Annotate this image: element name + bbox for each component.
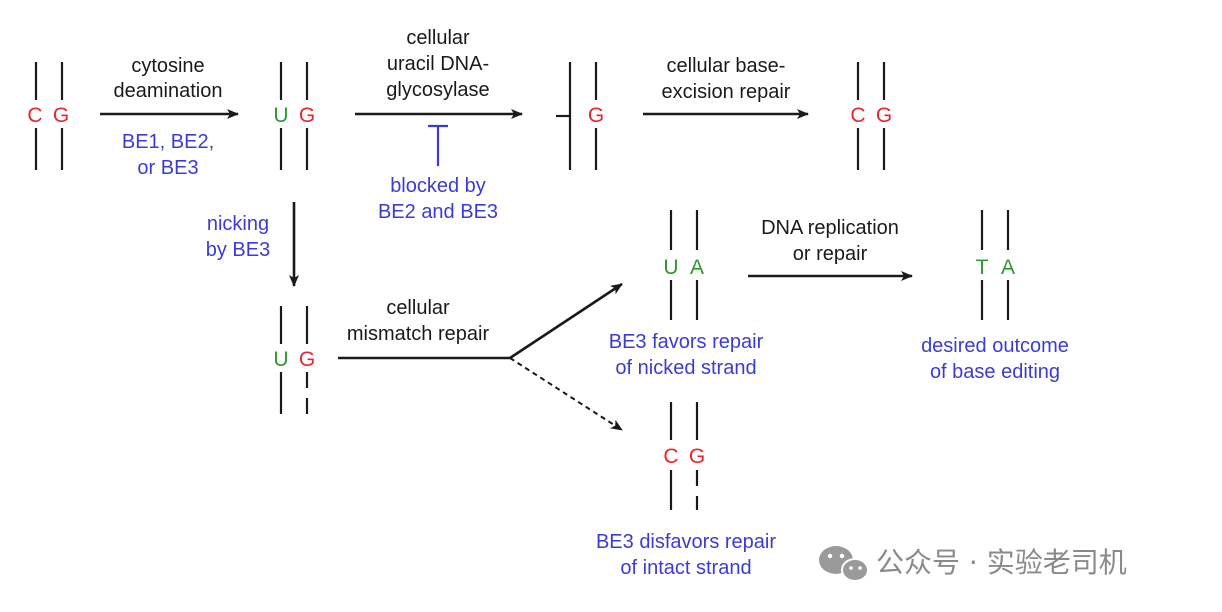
label-replication-1: DNA replication xyxy=(761,217,899,239)
base-a: A xyxy=(690,256,704,279)
label-nicking-1: nicking xyxy=(207,213,269,235)
label-be123-2: or BE3 xyxy=(137,157,198,179)
duplex-cg-nicked: C G xyxy=(663,402,705,510)
base-a: A xyxy=(1001,256,1015,279)
duplex-ug: U G xyxy=(273,62,315,170)
arrow-mismatch-disfavored xyxy=(509,357,623,431)
label-glyco-2: uracil DNA- xyxy=(387,53,489,75)
watermark-text: 公众号 · 实验老司机 xyxy=(876,546,1127,579)
duplex-cg-initial: C G xyxy=(27,62,69,170)
label-favors-2: of nicked strand xyxy=(615,357,756,379)
duplex-ta: T A xyxy=(976,210,1015,320)
label-ber-2: excision repair xyxy=(662,81,791,103)
base-t: T xyxy=(976,256,989,279)
label-deamination-2: deamination xyxy=(114,80,223,102)
base-g: G xyxy=(299,104,315,127)
label-deamination-1: cytosine xyxy=(131,55,204,77)
label-disfavors-2: of intact strand xyxy=(620,557,751,579)
label-favors-1: BE3 favors repair xyxy=(609,331,764,353)
duplex-cg-restored: C G xyxy=(850,62,892,170)
label-blocked-2: BE2 and BE3 xyxy=(378,201,498,223)
label-be123-1: BE1, BE2, xyxy=(122,131,214,153)
base-u: U xyxy=(273,104,288,127)
label-nicking-2: by BE3 xyxy=(206,239,270,261)
label-disfavors-1: BE3 disfavors repair xyxy=(596,531,776,553)
label-blocked-1: blocked by xyxy=(390,175,486,197)
label-outcome-2: of base editing xyxy=(930,361,1060,383)
wechat-icon xyxy=(819,546,869,582)
base-g: G xyxy=(588,104,604,127)
base-c: C xyxy=(663,445,678,468)
label-mismatch-2: mismatch repair xyxy=(347,323,490,345)
block-inhibition-icon xyxy=(428,124,448,166)
duplex-ug-nicked: U G xyxy=(273,306,315,414)
duplex-ua: U A xyxy=(663,210,704,320)
label-ber-1: cellular base- xyxy=(667,55,786,77)
arrow-mismatch-favored xyxy=(509,282,623,360)
base-u: U xyxy=(273,348,288,371)
label-glyco-1: cellular xyxy=(406,27,470,49)
base-c: C xyxy=(27,104,42,127)
base-c: C xyxy=(850,104,865,127)
label-outcome-1: desired outcome xyxy=(921,335,1069,357)
label-mismatch-1: cellular xyxy=(386,297,450,319)
label-glyco-3: glycosylase xyxy=(386,79,489,101)
base-g: G xyxy=(53,104,69,127)
base-g: G xyxy=(876,104,892,127)
base-g: G xyxy=(689,445,705,468)
label-replication-2: or repair xyxy=(793,243,868,265)
base-u: U xyxy=(663,256,678,279)
base-g: G xyxy=(299,348,315,371)
duplex-abasic-g: G xyxy=(556,62,604,170)
